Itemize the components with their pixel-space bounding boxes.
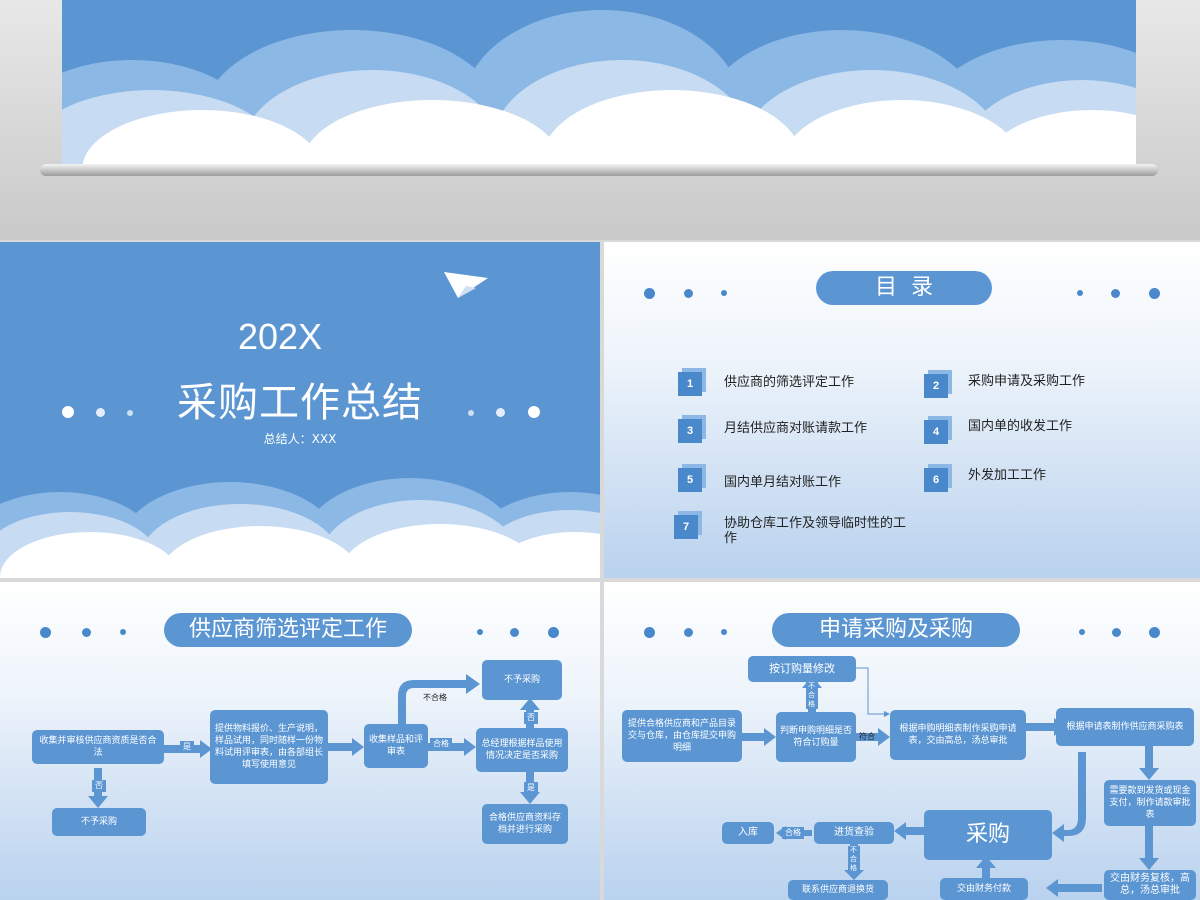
slide-year: 202X xyxy=(237,316,323,357)
top-banner-preview xyxy=(0,0,1200,240)
step-review-box[interactable]: 交由财务复核，高总，汤总审批 xyxy=(1104,870,1196,900)
cube-icon: 1 xyxy=(678,372,702,396)
decor-dot xyxy=(684,628,693,637)
slide-author: 总结人：XXX xyxy=(263,432,337,446)
step-archive-box[interactable]: 合格供应商资料存档并进行采购 xyxy=(482,804,568,844)
decor-dot xyxy=(1111,289,1120,298)
toc-item[interactable]: 供应商的筛选评定工作 xyxy=(724,375,855,390)
flow-label-yes: 是 xyxy=(524,782,538,794)
cube-icon: 7 xyxy=(674,515,698,539)
decor-dot xyxy=(721,629,727,635)
step-judge-box[interactable]: 判断申购明细是否符合订购量 xyxy=(776,712,856,762)
step-reject-box[interactable]: 不予采购 xyxy=(482,660,562,700)
decor-dot xyxy=(40,627,51,638)
decor-dot xyxy=(62,406,74,418)
cube-icon: 5 xyxy=(678,468,702,492)
cube-icon: 2 xyxy=(924,374,948,398)
toc-item[interactable]: 国内单月结对账工作 xyxy=(724,475,842,490)
cube-icon: 6 xyxy=(924,468,948,492)
step-apply-box[interactable]: 根据申购明细表制作采购申请表，交由高总，汤总审批 xyxy=(890,710,1026,760)
step-provide-box[interactable]: 提供合格供应商和产品目录交与仓库，由仓库提交申购明细 xyxy=(622,710,742,762)
supplier-screening-slide[interactable]: 供应商筛选评定工作 收集并审核供应商资质是否合法 不予采购 提供物料报价 xyxy=(0,582,600,900)
step-modify-box[interactable]: 按订购量修改 xyxy=(748,656,856,682)
decor-dot xyxy=(496,408,505,417)
decor-dot xyxy=(510,628,519,637)
paper-plane-icon xyxy=(444,272,488,298)
toc-item[interactable]: 采购申请及采购工作 xyxy=(968,374,1086,389)
decor-dot xyxy=(644,288,655,299)
toc-item[interactable]: 外发加工工作 xyxy=(968,468,1047,483)
step-finance-box[interactable]: 交由财务付款 xyxy=(940,878,1028,900)
decor-dot xyxy=(684,289,693,298)
step-inspect-box[interactable]: 进货查验 xyxy=(814,822,894,844)
decor-dot xyxy=(1077,290,1083,296)
step-contact-box[interactable]: 联系供应商退换货 xyxy=(788,880,888,900)
projector-bar xyxy=(40,164,1158,176)
banner-screen xyxy=(62,0,1136,166)
toc-item[interactable]: 协助仓库工作及领导临时性的工作 xyxy=(724,516,907,546)
decor-dot xyxy=(721,290,727,296)
step-gather-box[interactable]: 收集样品和评审表 xyxy=(364,724,428,768)
toc-slide[interactable]: 目 录 1 供应商的筛选评定工作 2 采购申请及采购工作 3 月结供应商对账请款… xyxy=(604,242,1200,578)
step-make-box[interactable]: 根据申请表制作供应商采购表 xyxy=(1056,708,1194,746)
decor-dot xyxy=(528,406,540,418)
flow-label-unqualified: 不合格 xyxy=(423,693,447,702)
toc-title: 目 录 xyxy=(816,271,992,305)
flow-label-matched: 符合 xyxy=(859,732,875,741)
decor-dot xyxy=(1079,629,1085,635)
decor-dot xyxy=(644,627,655,638)
cube-icon: 4 xyxy=(924,420,948,444)
flow-label-yes: 是 xyxy=(180,741,194,753)
decor-dot xyxy=(468,410,474,416)
decor-dot xyxy=(1149,627,1160,638)
step-reject-box[interactable]: 不予采购 xyxy=(52,808,146,836)
decor-dot xyxy=(477,629,483,635)
flow-label-qualified: 合格 xyxy=(782,827,804,839)
step-purchase-box[interactable]: 采购 xyxy=(924,810,1052,860)
decor-dot xyxy=(82,628,91,637)
decor-dot xyxy=(1149,288,1160,299)
flow-label-no: 否 xyxy=(524,712,538,724)
step-pay-box[interactable]: 需要款到发货或现金支付，制作请款审批表 xyxy=(1104,780,1196,826)
decor-dot xyxy=(548,627,559,638)
decor-dot xyxy=(1112,628,1121,637)
decor-dot xyxy=(127,410,133,416)
purchase-request-slide[interactable]: 申请采购及采购 xyxy=(604,582,1200,900)
title-slide[interactable]: 202X 采购工作总结 总结人：XXX xyxy=(0,242,600,578)
decor-dot xyxy=(96,408,105,417)
decor-dot xyxy=(120,629,126,635)
flow-label-no: 否 xyxy=(92,780,106,792)
slide-heading: 供应商筛选评定工作 xyxy=(164,613,412,647)
flow-label-unqualified: 不合格 xyxy=(806,682,818,709)
cube-icon: 3 xyxy=(678,419,702,443)
step-decide-box[interactable]: 总经理根据样品使用情况决定是否采购 xyxy=(476,728,568,772)
step-sample-box[interactable]: 提供物料报价、生产说明，样品试用，同时随样一份物料试用评审表，由各部组长填写使用… xyxy=(210,710,328,784)
toc-item[interactable]: 月结供应商对账请款工作 xyxy=(724,421,868,436)
toc-item[interactable]: 国内单的收发工作 xyxy=(968,419,1073,434)
step-instock-box[interactable]: 入库 xyxy=(722,822,774,844)
step-collect-box[interactable]: 收集并审核供应商资质是否合法 xyxy=(32,730,164,764)
slide-heading: 申请采购及采购 xyxy=(772,613,1020,647)
slide-title: 采购工作总结 xyxy=(177,380,423,426)
flow-label-unqualified: 不合格 xyxy=(848,846,860,873)
flow-label-qualified: 合格 xyxy=(430,738,452,750)
